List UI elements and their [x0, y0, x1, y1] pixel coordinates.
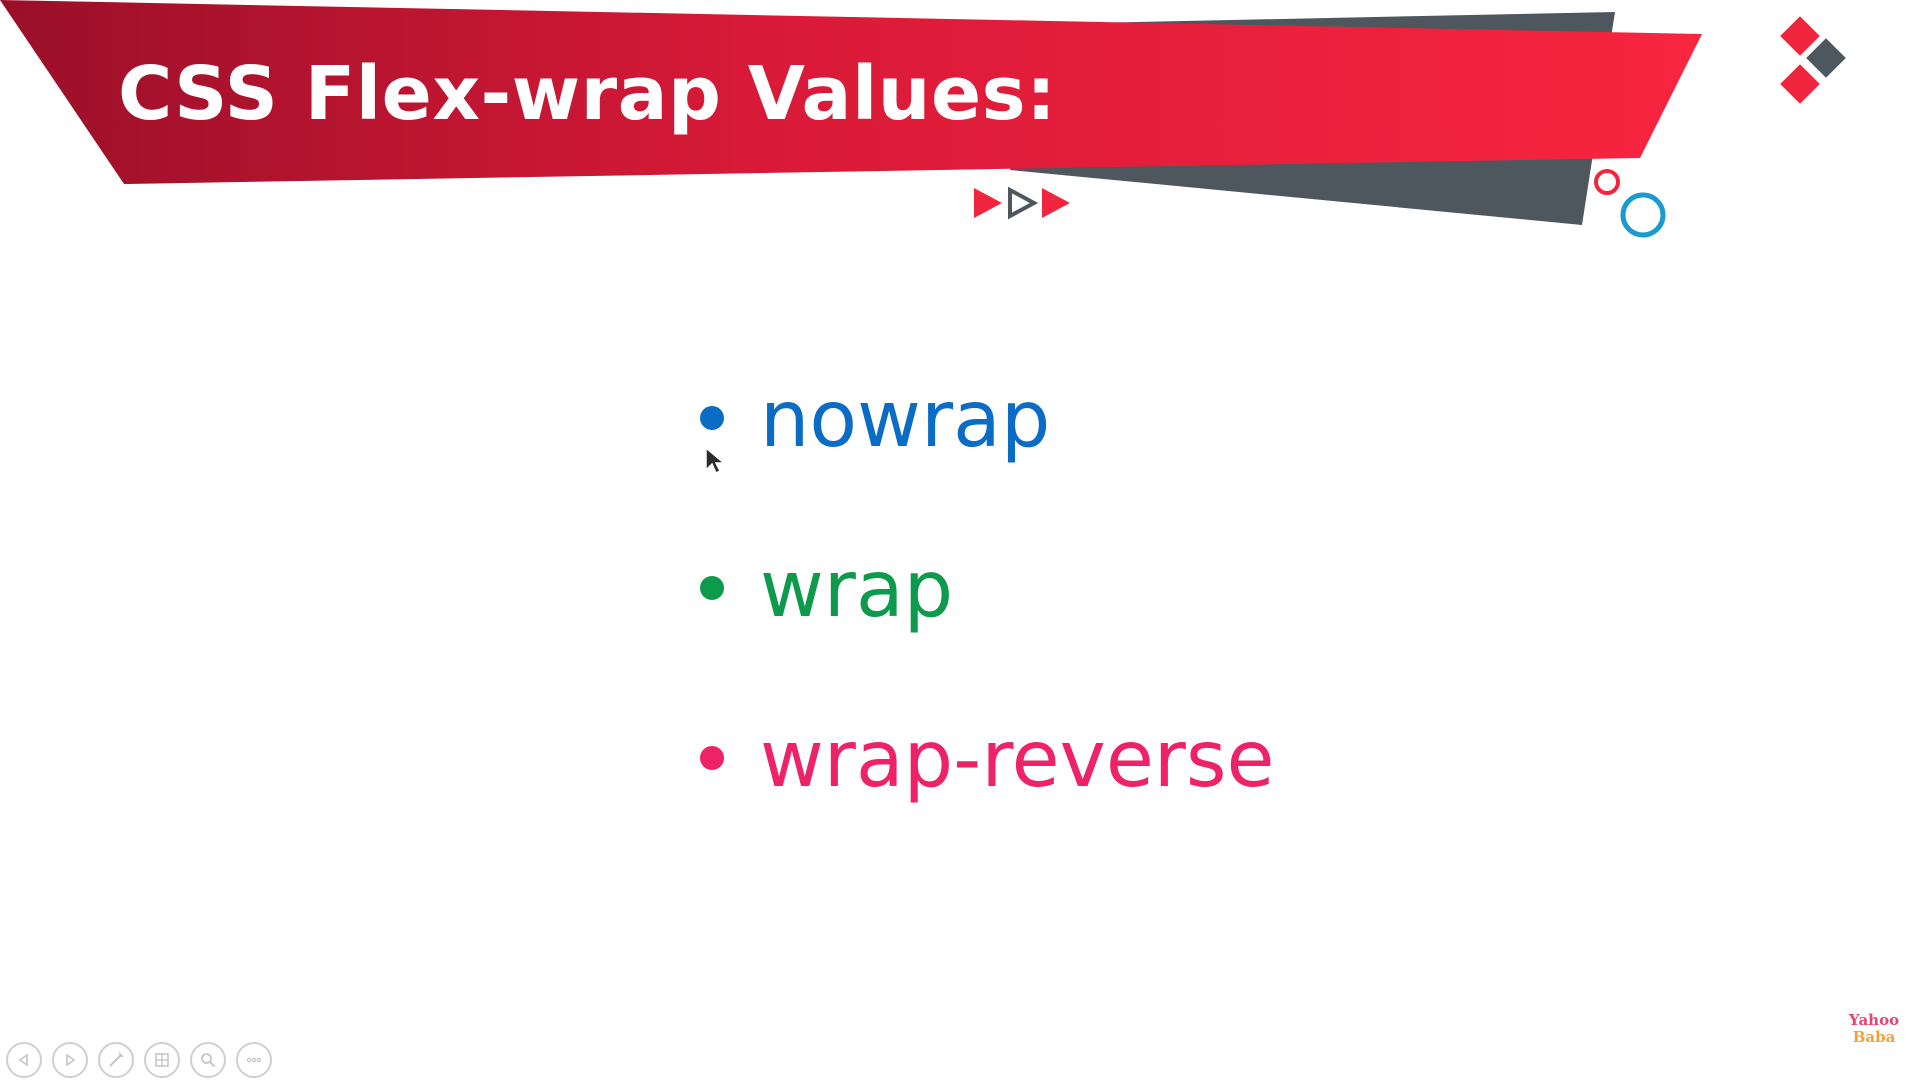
mouse-pointer-icon	[705, 446, 726, 475]
bullet-dot	[700, 746, 724, 770]
banner-red-band	[0, 0, 1702, 184]
play-triangle-icon	[974, 188, 1002, 218]
presenter-toolbar	[6, 1042, 272, 1078]
bullet-text: nowrap	[760, 375, 1051, 465]
bullet-list: nowrap wrap wrap-reverse	[700, 370, 1275, 880]
magnifier-icon	[201, 1053, 216, 1068]
play-triangle-icon	[1042, 188, 1070, 218]
bullet-item-wrap: wrap	[700, 540, 1275, 710]
red-diamond-bottom	[1780, 64, 1820, 104]
pen-button[interactable]	[98, 1042, 134, 1078]
gray-diamond	[1806, 38, 1846, 78]
channel-logo: Yahoo Baba	[1846, 1012, 1902, 1046]
grid-icon	[155, 1053, 169, 1067]
title-banner	[0, 0, 1846, 238]
bullet-dot	[700, 576, 724, 600]
bullet-item-wrap-reverse: wrap-reverse	[700, 710, 1275, 880]
ellipsis-icon	[246, 1057, 262, 1063]
more-options-button[interactable]	[236, 1042, 272, 1078]
chevron-left-icon	[18, 1053, 28, 1067]
logo-line-2: Baba	[1852, 1028, 1896, 1046]
slide-title: CSS Flex-wrap Values:	[118, 51, 1057, 137]
chevron-right-icon	[66, 1053, 76, 1067]
bullet-item-nowrap: nowrap	[700, 370, 1275, 540]
bullet-text: wrap	[760, 545, 954, 635]
play-outline-icon	[1008, 186, 1039, 220]
slides-grid-button[interactable]	[144, 1042, 180, 1078]
small-red-ring	[1594, 169, 1620, 195]
bullet-text: wrap-reverse	[760, 715, 1275, 805]
zoom-button[interactable]	[190, 1042, 226, 1078]
previous-slide-button[interactable]	[6, 1042, 42, 1078]
blue-ring	[1620, 192, 1666, 238]
next-slide-button[interactable]	[52, 1042, 88, 1078]
bullet-dot	[700, 406, 724, 430]
pen-icon	[109, 1052, 124, 1067]
logo-line-1: Yahoo	[1848, 1011, 1900, 1029]
red-diamond-top	[1780, 16, 1820, 56]
